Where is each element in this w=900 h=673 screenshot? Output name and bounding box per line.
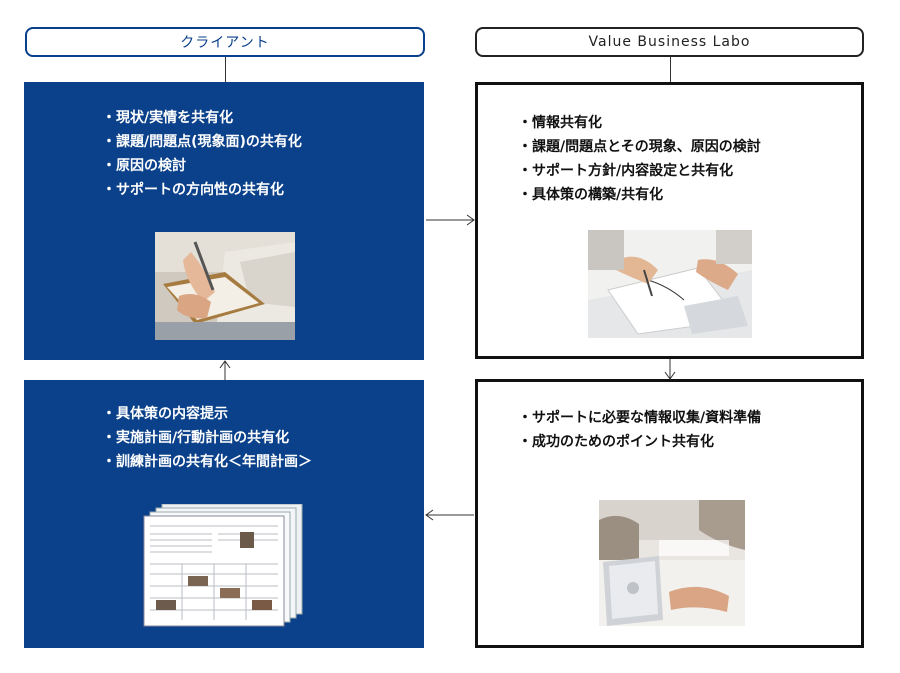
client-header-label: クライアント	[180, 35, 270, 51]
vbl-step-box-2: サポートに必要な情報収集/資料準備 成功のためのポイント共有化	[475, 379, 864, 648]
vbl-step-2-list: サポートに必要な情報収集/資料準備 成功のためのポイント共有化	[518, 406, 761, 454]
list-item: 成功のためのポイント共有化	[518, 430, 761, 454]
arrow-client-up	[219, 360, 231, 380]
list-item: 訓練計画の共有化＜年間計画＞	[102, 450, 312, 474]
vbl-step-1-list: 情報共有化 課題/問題点とその現象、原因の検討 サポート方針/内容設定と共有化 …	[518, 111, 761, 207]
list-item: 現状/実情を共有化	[102, 106, 302, 130]
meeting-documents-photo	[588, 230, 752, 338]
list-item: サポートの方向性の共有化	[102, 178, 302, 202]
vbl-step-box-1: 情報共有化 課題/問題点とその現象、原因の検討 サポート方針/内容設定と共有化 …	[475, 82, 864, 359]
arrow-vbl-down	[664, 359, 676, 380]
arrow-client-to-vbl	[426, 214, 475, 226]
list-item: 課題/問題点とその現象、原因の検討	[518, 135, 761, 159]
list-item: 情報共有化	[518, 111, 761, 135]
client-step-2-list: 具体策の内容提示 実施計画/行動計画の共有化 訓練計画の共有化＜年間計画＞	[102, 402, 312, 474]
client-header: クライアント	[25, 27, 425, 57]
vbl-header-label: Value Business Labo	[588, 34, 751, 50]
laptop-team-photo	[599, 500, 745, 626]
list-item: 具体策の内容提示	[102, 402, 312, 426]
list-item: サポート方針/内容設定と共有化	[518, 159, 761, 183]
list-item: サポートに必要な情報収集/資料準備	[518, 406, 761, 430]
client-step-box-2: 具体策の内容提示 実施計画/行動計画の共有化 訓練計画の共有化＜年間計画＞	[24, 380, 424, 648]
notebook-writing-photo	[155, 232, 295, 340]
arrow-vbl-to-client	[425, 509, 474, 521]
client-step-box-1: 現状/実情を共有化 課題/問題点(現象面)の共有化 原因の検討 サポートの方向性…	[24, 82, 424, 360]
list-item: 課題/問題点(現象面)の共有化	[102, 130, 302, 154]
vbl-header: Value Business Labo	[475, 27, 864, 57]
client-header-connector	[225, 57, 226, 82]
list-item: 具体策の構築/共有化	[518, 183, 761, 207]
list-item: 実施計画/行動計画の共有化	[102, 426, 312, 450]
list-item: 原因の検討	[102, 154, 302, 178]
schedule-documents-image	[142, 504, 306, 628]
client-step-1-list: 現状/実情を共有化 課題/問題点(現象面)の共有化 原因の検討 サポートの方向性…	[102, 106, 302, 202]
vbl-header-connector	[670, 57, 671, 82]
